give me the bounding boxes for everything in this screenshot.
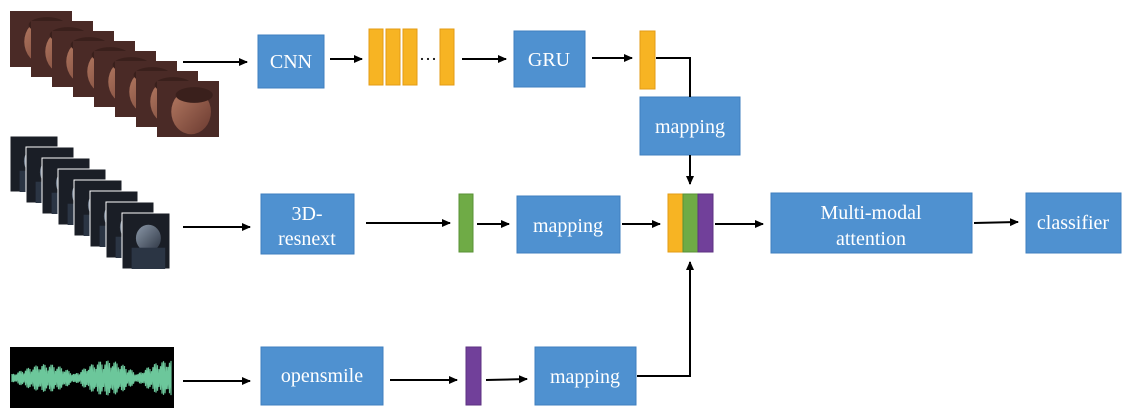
fused-feature	[667, 193, 714, 253]
cnn-label: CNN	[270, 51, 312, 73]
face-frames-icon	[10, 11, 219, 137]
gru-output-feature	[639, 30, 656, 90]
resnext-label-line1: 3D-	[291, 203, 322, 225]
classifier-label: classifier	[1037, 212, 1110, 234]
arrows	[183, 54, 1019, 385]
ellipsis: ···	[419, 49, 437, 69]
attention-label-line1: Multi-modal	[820, 202, 922, 224]
feature-bar-3	[402, 28, 418, 86]
feature-bar-2	[385, 28, 401, 86]
mapping-box-bottom: mapping	[534, 346, 637, 406]
classifier-box: classifier	[1025, 192, 1122, 254]
fused-purple	[697, 193, 714, 253]
resnext-box: 3D- resnext	[260, 193, 355, 255]
line-feature-to-mapping	[656, 57, 691, 97]
feature-bar-4	[439, 28, 455, 86]
video-frame	[121, 212, 171, 270]
resnext-output-feature	[458, 193, 474, 253]
fused-orange	[667, 193, 684, 253]
mapping-top-label: mapping	[655, 116, 725, 138]
fused-green	[682, 193, 699, 253]
attention-label-line2: attention	[836, 228, 906, 250]
gru-box: GRU	[513, 30, 586, 88]
video-frames-icon	[9, 135, 171, 270]
opensmile-box: opensmile	[260, 346, 384, 406]
opensmile-label: opensmile	[281, 365, 363, 387]
opensmile-output-feature	[465, 346, 482, 406]
feature-sequence: ···	[368, 28, 455, 86]
gru-label: GRU	[528, 49, 571, 71]
mapping-box-middle: mapping	[516, 195, 621, 254]
mapping-box-top: mapping	[639, 96, 741, 156]
cnn-box: CNN	[257, 34, 325, 89]
mapping-mid-label: mapping	[533, 215, 603, 237]
line-mapping-bottom-to-fused	[637, 261, 694, 377]
face-frame	[157, 81, 219, 137]
feature-bar-1	[368, 28, 384, 86]
mapping-bottom-label: mapping	[550, 366, 620, 388]
audio-waveform-icon	[10, 347, 174, 408]
arrow-attention-to-classifier	[973, 218, 1019, 227]
resnext-label-line2: resnext	[278, 228, 336, 250]
multimodal-attention-box: Multi-modal attention	[770, 192, 973, 254]
arrow-feature-to-mapping-bottom	[485, 375, 528, 384]
